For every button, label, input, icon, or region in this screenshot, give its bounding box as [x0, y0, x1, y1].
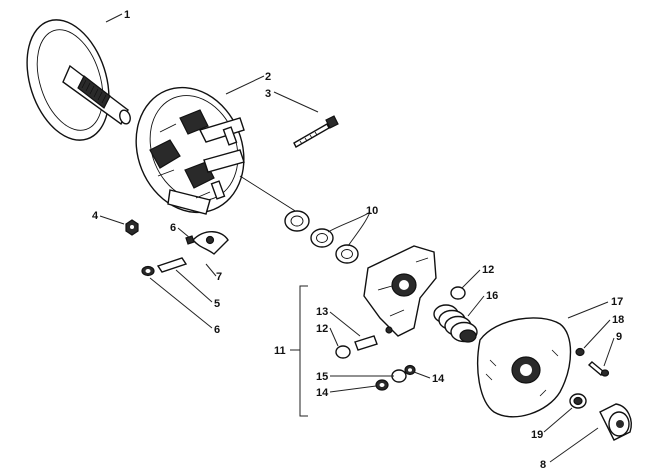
- callout-3: 3: [265, 88, 271, 100]
- part-13-pin: [354, 335, 378, 351]
- callout-18: 18: [612, 314, 624, 326]
- part-14-bushing-left: [375, 379, 389, 391]
- callout-6-upper: 6: [170, 222, 176, 234]
- part-2-movable-sheave: [135, 86, 245, 215]
- callout-12-upper: 12: [482, 264, 494, 276]
- part-4-nut: [125, 219, 139, 236]
- leader-lines: [99, 13, 615, 463]
- callout-4: 4: [92, 210, 99, 222]
- part-15-washer: [391, 369, 407, 383]
- callout-13: 13: [316, 306, 328, 318]
- part-18-washer: [575, 347, 585, 357]
- part-12-roller-lower: [335, 345, 351, 359]
- callout-6-lower: 6: [214, 324, 220, 336]
- callout-14-right: 14: [432, 373, 445, 385]
- part-19-washer: [569, 393, 587, 409]
- callout-16: 16: [486, 290, 498, 302]
- callout-19: 19: [531, 429, 543, 441]
- part-6-bushing: [141, 265, 155, 277]
- callout-14-left: 14: [316, 387, 329, 399]
- callout-17: 17: [611, 296, 623, 308]
- part-5-pin: [156, 257, 188, 273]
- bracket-group-11: [299, 285, 308, 417]
- part-9-screw: [587, 361, 610, 377]
- callout-15: 15: [316, 371, 328, 383]
- callout-7: 7: [216, 271, 222, 283]
- callout-9: 9: [616, 331, 622, 343]
- part-3-bolt: [293, 115, 339, 148]
- callout-10: 10: [366, 205, 378, 217]
- callout-5: 5: [214, 298, 220, 310]
- part-16-spring: [433, 304, 478, 343]
- assembly-centerline: [239, 175, 301, 215]
- part-11-cam-housing: [363, 245, 437, 337]
- part-10-washers: [284, 210, 359, 264]
- callout-1: 1: [124, 9, 130, 21]
- part-1-fixed-sheave: [26, 19, 131, 141]
- callout-2: 2: [265, 71, 271, 83]
- callout-12-lower: 12: [316, 323, 328, 335]
- part-17-cover: [477, 317, 572, 418]
- part-8-cap: [599, 403, 632, 441]
- callout-8: 8: [540, 459, 546, 471]
- part-14-bushing-right: [404, 364, 416, 376]
- part-7-weight-arm: [185, 231, 229, 255]
- callout-11: 11: [274, 345, 286, 357]
- part-12-roller-upper: [450, 286, 466, 300]
